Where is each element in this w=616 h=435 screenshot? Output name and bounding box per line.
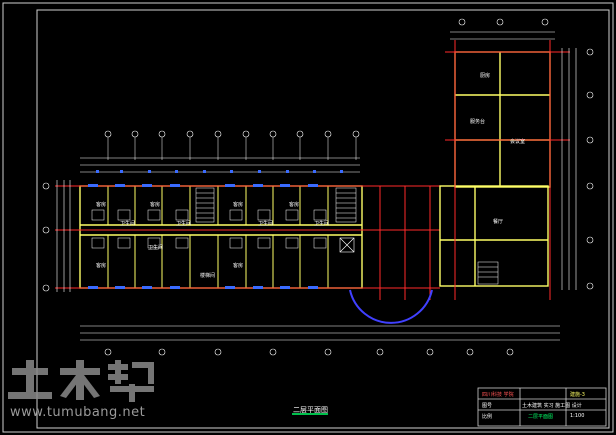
elevator-shaft (339, 237, 355, 253)
right-wing-stair (477, 261, 499, 285)
top-axis-leaders (107, 137, 357, 160)
title-block-sheet-label: 二层平面图 (528, 414, 554, 420)
right-wing-walls (439, 51, 551, 287)
windows (88, 184, 318, 289)
bottom-dimension-lines (80, 325, 560, 341)
bottom-axis-markers (104, 348, 514, 356)
watermark-site: www.tumubang.net (10, 405, 146, 420)
drawing-frame (36, 9, 610, 429)
right-wing-axis-lines (445, 40, 570, 300)
title-block-field-1: 图号 (482, 403, 493, 409)
title-block-scale: 1:100 (570, 413, 585, 419)
axis-lines (55, 185, 440, 300)
title-block-frame (477, 387, 607, 427)
left-wing-walls (79, 185, 363, 289)
right-axis-markers (586, 48, 594, 290)
top-axis-markers (104, 130, 360, 138)
left-axis-markers (42, 182, 50, 292)
lobby-curved-wall (349, 289, 433, 324)
watermark-logo-icon (8, 360, 154, 402)
top-dimension-lines (80, 157, 360, 173)
stair-left (195, 187, 215, 223)
title-block-school: 四川科技 学院 (482, 392, 514, 398)
top-right-axis-markers (458, 18, 549, 26)
title-block: 四川科技 学院 土木建筑 实习 施工图 设计 二层平面图 建施-3 1:100 … (478, 388, 606, 426)
top-right-dimension-lines (450, 31, 555, 40)
bathroom-fixtures (91, 209, 327, 249)
title-block-drawing-name: 土木建筑 实习 施工图 设计 (522, 403, 582, 409)
plan-title: 二层平面图 (293, 406, 328, 414)
right-dimension-lines (561, 48, 577, 290)
title-block-drawing-no: 建施-3 (570, 392, 585, 398)
top-dim-ticks (96, 170, 343, 173)
left-dimension-lines (56, 180, 71, 292)
stair-right (335, 187, 357, 223)
title-block-field-2: 比例 (482, 414, 493, 420)
watermark-logo (8, 360, 158, 404)
left-wing-partitions (107, 186, 329, 288)
